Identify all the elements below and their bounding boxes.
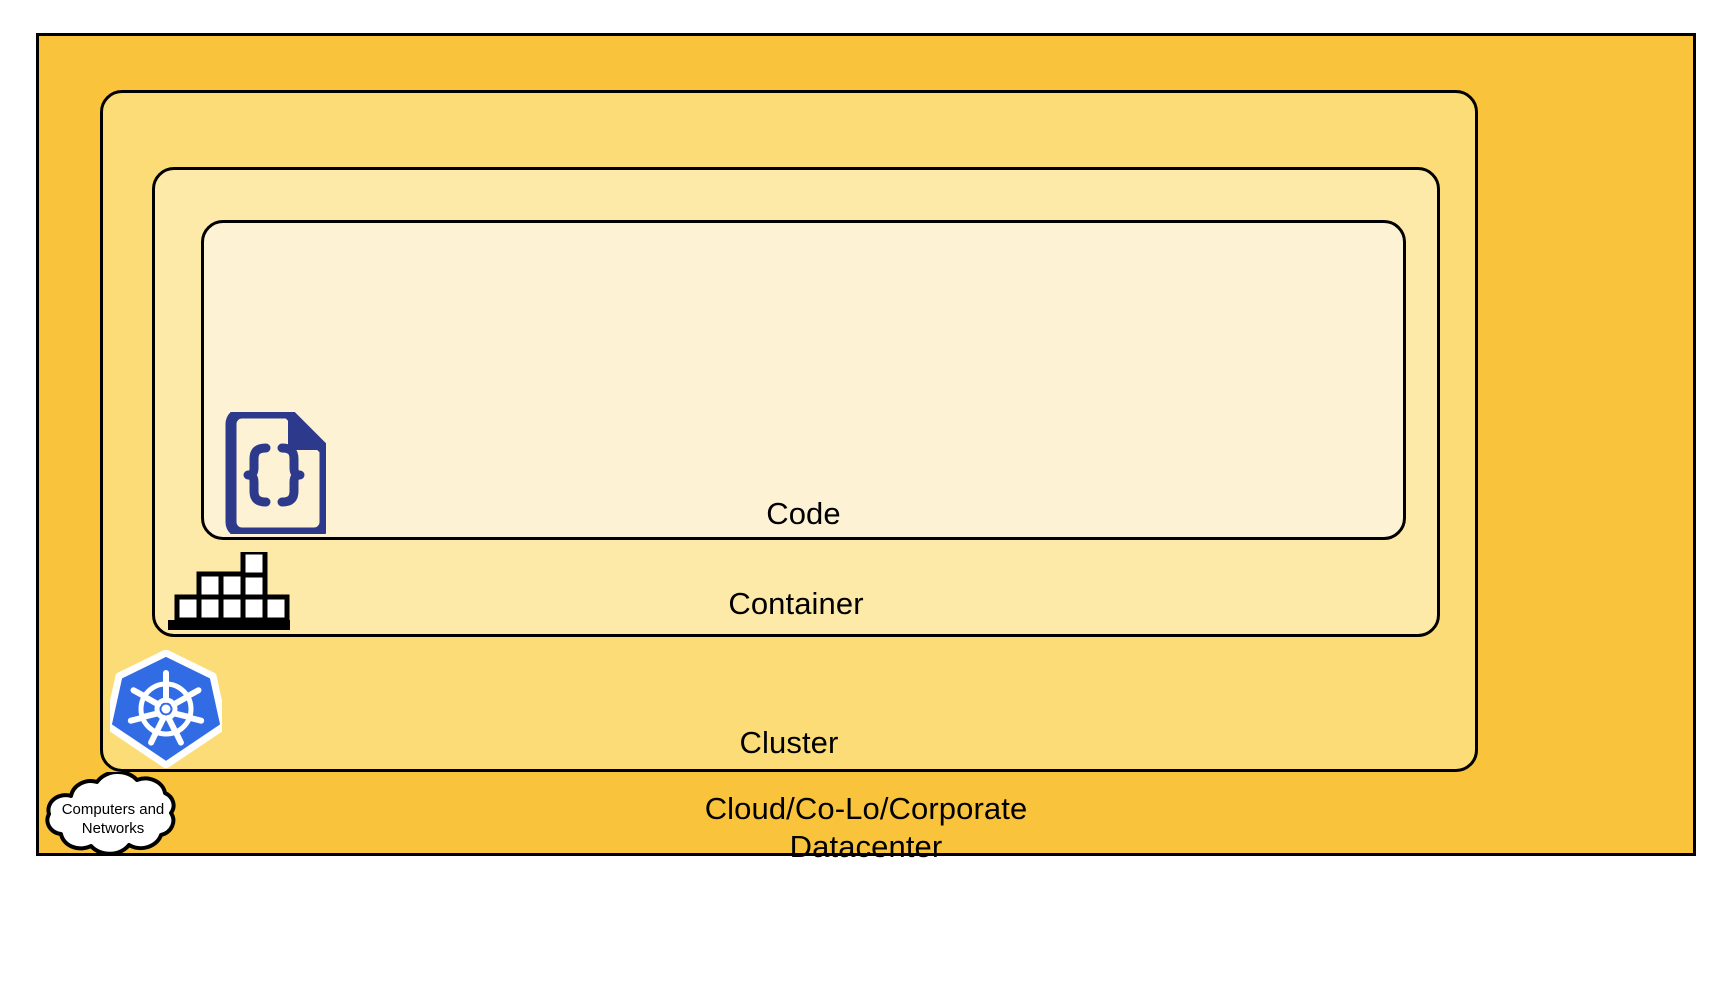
layer-label-container: Container	[728, 586, 864, 621]
kubernetes-icon	[104, 649, 228, 769]
layer-label-datacenter: Cloud/Co-Lo/Corporate Datacenter	[704, 791, 1028, 864]
layer-label-code: Code	[766, 496, 841, 531]
code-document-icon	[220, 407, 331, 539]
layer-box-code[interactable]	[201, 220, 1406, 540]
cloud-shape-icon	[45, 772, 176, 856]
container-stack-icon	[168, 549, 290, 630]
computers-and-networks-callout[interactable]: Computers and Networks	[33, 772, 193, 866]
layer-label-cluster: Cluster	[739, 725, 839, 760]
